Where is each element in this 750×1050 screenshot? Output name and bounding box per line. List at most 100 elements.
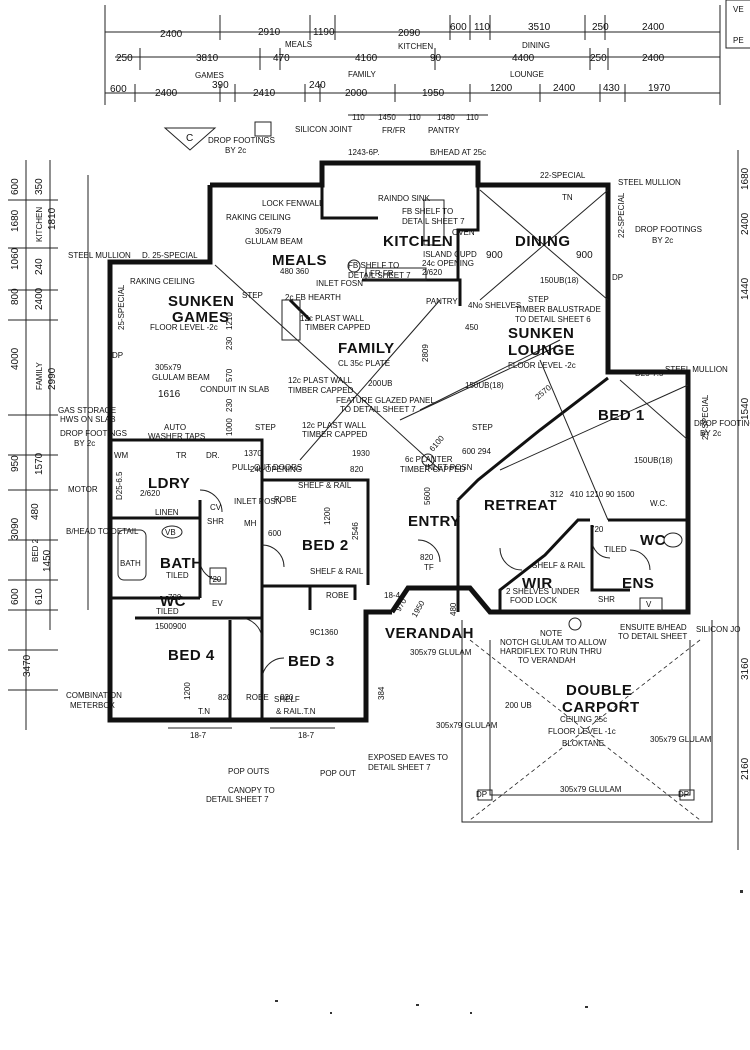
room-wc-ens: WC [640, 532, 666, 549]
dim-470: 470 [273, 53, 290, 64]
dim-2000: 2000 [345, 88, 368, 99]
note-1500900: 1500900 [155, 622, 187, 631]
note-1200b: 1200 [183, 682, 192, 700]
note-tr: TR [176, 451, 187, 460]
room-carport: CARPORT [562, 699, 640, 716]
dim-250: 250 [592, 22, 609, 33]
room-games: GAMES [172, 309, 230, 326]
note-timber-capped-3: TIMBER CAPPED [302, 430, 368, 439]
note-25-special-left: 25-SPECIAL [117, 284, 126, 330]
room-dining: DINING [515, 233, 571, 250]
dim-600: 600 [450, 22, 467, 33]
note-cl-35c: CL 35c PLATE [338, 359, 390, 368]
note-2-shelves: 2 SHELVES UNDER [506, 587, 580, 596]
note-hardiflex: HARDIFLEX TO RUN THRU [500, 647, 602, 656]
dim-1480: 1480 [437, 113, 455, 122]
note-glulam-verandah: 305x79 GLULAM [410, 648, 472, 657]
ldim-1060: 1060 [10, 247, 21, 270]
note-floor-level-lounge: FLOOR LEVEL -2c [508, 361, 576, 370]
dim-110: 110 [474, 22, 490, 33]
dim-110b: 110 [408, 113, 421, 122]
note-d25-65: D25-6.5 [115, 471, 124, 500]
dim-110c: 110 [466, 113, 479, 122]
room-lounge: LOUNGE [508, 342, 575, 359]
note-18-4: 18-4 [384, 591, 401, 600]
note-exposed-eaves: EXPOSED EAVES TO [368, 753, 448, 762]
note-linen: LINEN [155, 508, 179, 517]
room-ens: ENS [622, 575, 654, 592]
note-1000: 1000 [225, 418, 234, 436]
note-1950: 1950 [410, 599, 427, 619]
ldim-610: 610 [34, 588, 45, 605]
dim-390: 390 [212, 80, 229, 91]
left-dimension-lines: 600 350 1680 KITCHEN 1810 1060 240 800 2… [8, 160, 89, 730]
room-bed1: BED 1 [598, 407, 645, 424]
ldim-kitchen: KITCHEN [35, 207, 44, 242]
note-1370: 1370 [244, 449, 262, 458]
dim-1190: 1190 [313, 27, 335, 38]
dim-430: 430 [603, 83, 620, 94]
note-timber-capped-1: TIMBER CAPPED [305, 323, 371, 332]
note-timber-capped-2: TIMBER CAPPED [288, 386, 354, 395]
door-swings [199, 489, 651, 681]
ldim-480: 480 [30, 503, 41, 520]
dim-1970: 1970 [648, 83, 671, 94]
note-24c-opening-b: 24c OPENING [250, 465, 302, 474]
note-note: NOTE [540, 629, 562, 638]
note-shelves: 4No SHELVES [468, 301, 521, 310]
note-shelf-rail-2: SHELF & RAIL [310, 567, 364, 576]
room-verandah: VERANDAH [385, 625, 474, 642]
note-food-lock: FOOD LOCK [510, 596, 558, 605]
note-450: 450 [465, 323, 479, 332]
note-robe-2: ROBE [326, 591, 349, 600]
note-steel-mullion-top: STEEL MULLION [618, 178, 681, 187]
annotations: 22-SPECIAL STEEL MULLION DROP FOOTINGS B… [58, 171, 750, 804]
note-pop-outs: POP OUTS [228, 767, 269, 776]
room-double: DOUBLE [566, 682, 632, 699]
note-step-e: STEP [472, 423, 493, 432]
note-312: 312 [550, 490, 564, 499]
note-200ub-b: 200 UB [505, 701, 532, 710]
note-200ub: 200UB [368, 379, 392, 388]
note-1200: 1200 [323, 507, 332, 525]
note-900b: 900 [576, 250, 593, 261]
note-d25-75: D25-7.5 [635, 369, 664, 378]
note-wm: WM [114, 451, 129, 460]
ldim-1450: 1450 [42, 549, 53, 572]
note-820c: 820 [218, 693, 232, 702]
dim-250-r2: 250 [116, 53, 133, 64]
ldim-600: 600 [10, 178, 21, 195]
note-plast-wall-1: 12c PLAST WALL [300, 314, 365, 323]
note-steel-mullion-r: STEEL MULLION [665, 365, 728, 374]
note-fb-shelf: FB SHELF TO [402, 207, 453, 216]
note-robe: ROBE [274, 495, 297, 504]
room-labels: KITCHEN DINING MEALS SUNKEN GAMES FAMILY… [148, 233, 666, 716]
room-retreat: RETREAT [484, 497, 557, 514]
room-bath: BATH [160, 555, 203, 572]
note-shelf: SHELF [274, 695, 300, 704]
note-raking-ceiling-2: RAKING CEILING [130, 277, 195, 286]
note-820b: 820 [420, 553, 434, 562]
label-by-2c-top: BY 2c [225, 146, 246, 155]
room-sunken-lounge: SUNKEN [508, 325, 574, 342]
label-ve: VE [733, 5, 744, 14]
note-glulam-305b: 305x79 [155, 363, 182, 372]
dim-90: 90 [430, 53, 442, 64]
note-570: 570 [225, 368, 234, 382]
note-glulam-3: 305x79 GLULAM [650, 735, 712, 744]
dim-2090: 2090 [398, 28, 421, 39]
ldim-950: 950 [10, 455, 21, 472]
room-sunken-games: SUNKEN [168, 293, 234, 310]
room-bed2: BED 2 [302, 537, 349, 554]
note-motor: MOTOR [68, 485, 98, 494]
note-island-cupd: ISLAND CUPD [423, 250, 477, 259]
note-tiled-2: TILED [604, 545, 627, 554]
label-1243: 1243-6P. [348, 148, 379, 157]
note-480: 480 [449, 602, 458, 616]
room-family: FAMILY [338, 340, 395, 357]
rdim-3160: 3160 [740, 657, 750, 680]
dim-240: 240 [309, 80, 326, 91]
note-600-294: 600 294 [462, 447, 491, 456]
note-pantry: PANTRY [426, 297, 458, 306]
